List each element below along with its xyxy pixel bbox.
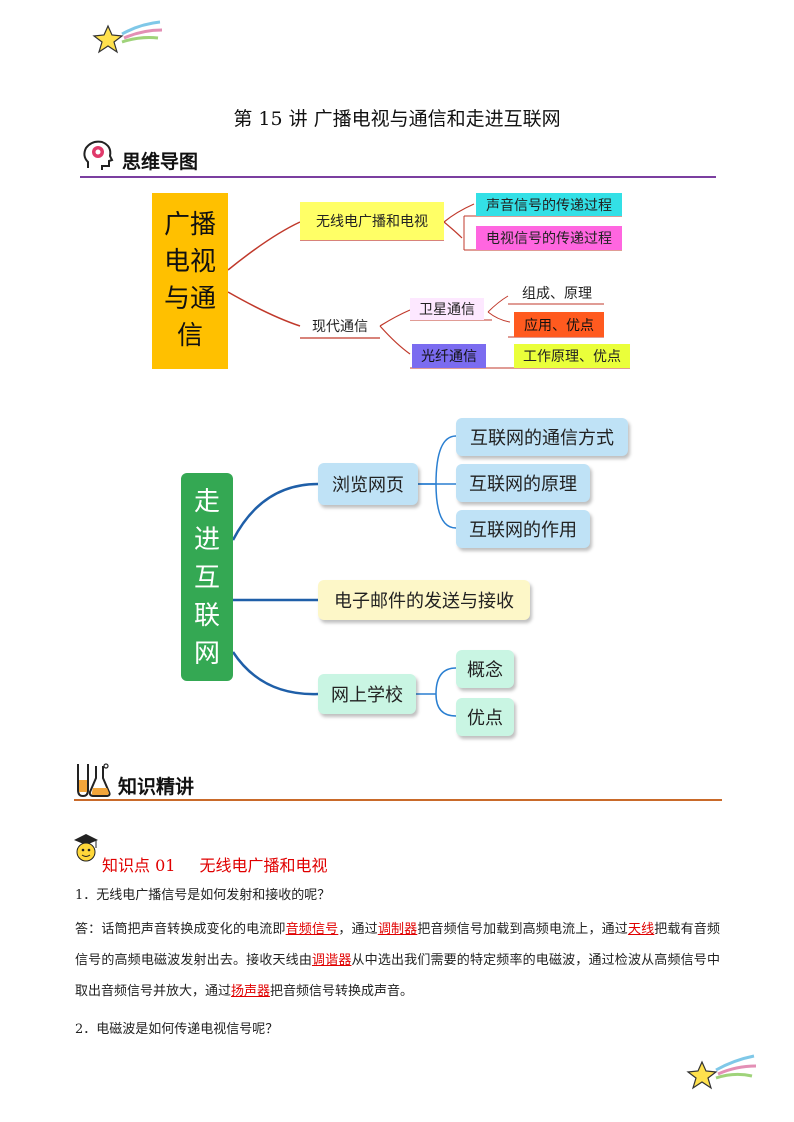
- student-mascot-icon: [74, 834, 98, 862]
- node-net-use: 互联网的作用: [456, 510, 590, 548]
- node-modern: 现代通信: [312, 319, 368, 335]
- mindmap1-connectors: [227, 203, 630, 369]
- keyword: 调制器: [377, 922, 418, 937]
- node-net-principle: 互联网的原理: [456, 464, 590, 502]
- node-advantage: 优点: [456, 698, 514, 736]
- mindmap2-root: 走 进 互 联 网: [181, 473, 233, 681]
- knowledge-body: 1．无线电广播信号是如何发射和接收的呢？ 答：话筒把声音转换成变化的电流即音频信…: [75, 884, 720, 1037]
- node-net-comm: 互联网的通信方式: [456, 418, 628, 456]
- node-sat-application: 应用、优点: [514, 312, 604, 337]
- answer-1: 答：话筒把声音转换成变化的电流即音频信号，通过调制器把音频信号加载到高频电流上，…: [75, 922, 720, 999]
- node-fiber-principle: 工作原理、优点: [514, 344, 630, 368]
- page-title: 第 15 讲 广播电视与通信和走进互联网: [233, 108, 561, 130]
- section-divider: [74, 799, 722, 801]
- keyword: 扬声器: [231, 984, 271, 999]
- flask-icon: [77, 763, 111, 798]
- keyword: 调谐器: [311, 953, 352, 968]
- section-title-mindmap: 思维导图: [122, 151, 199, 173]
- node-browse: 浏览网页: [318, 463, 418, 505]
- star-icon: [686, 1054, 757, 1090]
- head-brain-icon: [83, 140, 114, 170]
- node-concept: 概念: [456, 650, 514, 688]
- node-fiber: 光纤通信: [412, 344, 486, 368]
- node-online-school: 网上学校: [318, 674, 416, 714]
- node-email: 电子邮件的发送与接收: [318, 580, 530, 620]
- mindmap1-root: 广播 电视 与通 信: [152, 193, 228, 369]
- keyword: 天线: [627, 922, 655, 937]
- keyword: 音频信号: [285, 922, 339, 937]
- node-wireless: 无线电广播和电视: [300, 202, 444, 240]
- node-sat-composition: 组成、原理: [522, 286, 592, 302]
- question-1: 1．无线电广播信号是如何发射和接收的呢？: [75, 888, 331, 903]
- node-satellite: 卫星通信: [410, 298, 484, 320]
- node-sound-process: 声音信号的传递过程: [476, 193, 622, 216]
- question-2: 2．电磁波是如何传递电视信号呢？: [75, 1022, 279, 1037]
- star-icon: [92, 20, 163, 54]
- node-tv-process: 电视信号的传递过程: [476, 226, 622, 250]
- section-title-knowledge: 知识精讲: [118, 776, 195, 798]
- section-divider: [80, 176, 716, 178]
